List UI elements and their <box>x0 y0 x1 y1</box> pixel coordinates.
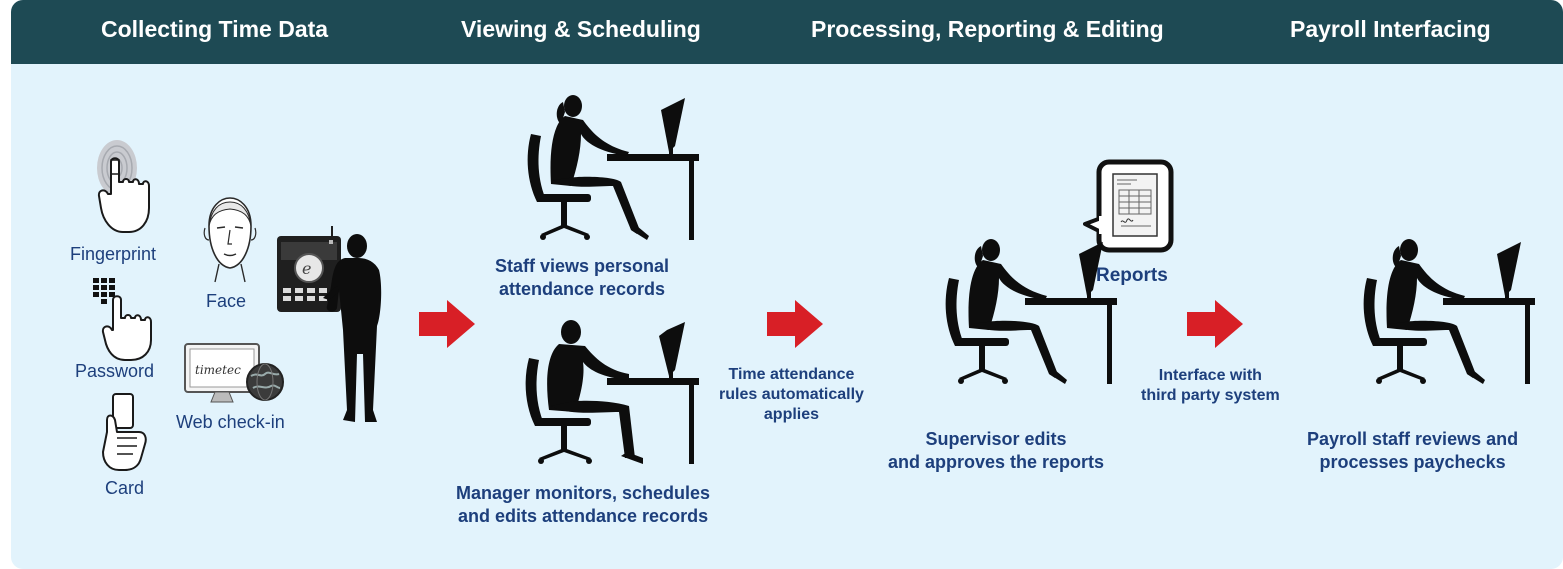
web-monitor-icon: timetec <box>184 343 284 403</box>
fingerprint-icon <box>97 140 150 233</box>
payroll-caption: Payroll staff reviews and processes payc… <box>1307 429 1519 472</box>
reports-label: Reports <box>1096 265 1168 286</box>
supervisor-caption: Supervisor edits and approves the report… <box>888 429 1105 472</box>
svg-text:e: e <box>302 259 311 278</box>
stage-payroll-title: Payroll Interfacing <box>1290 16 1491 42</box>
fingerprint-label: Fingerprint <box>70 244 157 264</box>
keypad-icon <box>93 278 152 361</box>
standing-person-silhouette <box>323 234 382 422</box>
person-at-desk-silhouette <box>527 95 699 240</box>
manager-caption: Manager monitors, schedules and edits at… <box>456 483 711 526</box>
interface-caption: Interface with third party system <box>1141 367 1280 404</box>
card-icon <box>102 393 147 471</box>
face-label: Face <box>206 291 247 311</box>
stage-processing-title: Processing, Reporting & Editing <box>811 16 1164 42</box>
rules-caption: Time attendance rules automatically appl… <box>719 366 864 423</box>
workflow-panel: Collecting Time Data Viewing & Schedulin… <box>11 0 1563 569</box>
stage-header-bar: Collecting Time Data Viewing & Schedulin… <box>11 0 1563 64</box>
time-clock-icon: e <box>277 226 382 422</box>
person-at-desk-silhouette <box>1363 239 1535 384</box>
person-at-desk-silhouette <box>945 239 1117 384</box>
card-label: Card <box>105 478 145 498</box>
arrow-right-icon <box>767 300 823 348</box>
stage-viewing-title: Viewing & Scheduling <box>461 16 701 42</box>
timetec-logo: timetec <box>195 363 241 377</box>
stage-collecting-title: Collecting Time Data <box>101 16 329 42</box>
arrow-right-icon <box>1187 300 1243 348</box>
report-icon <box>1083 159 1174 253</box>
globe-icon <box>246 363 284 401</box>
staff-caption: Staff views personal attendance records <box>495 256 670 299</box>
password-label: Password <box>75 361 155 381</box>
face-icon <box>203 197 257 283</box>
person-at-desk-silhouette <box>525 320 699 464</box>
web-checkin-label: Web check-in <box>176 412 285 432</box>
arrow-right-icon <box>419 300 475 348</box>
